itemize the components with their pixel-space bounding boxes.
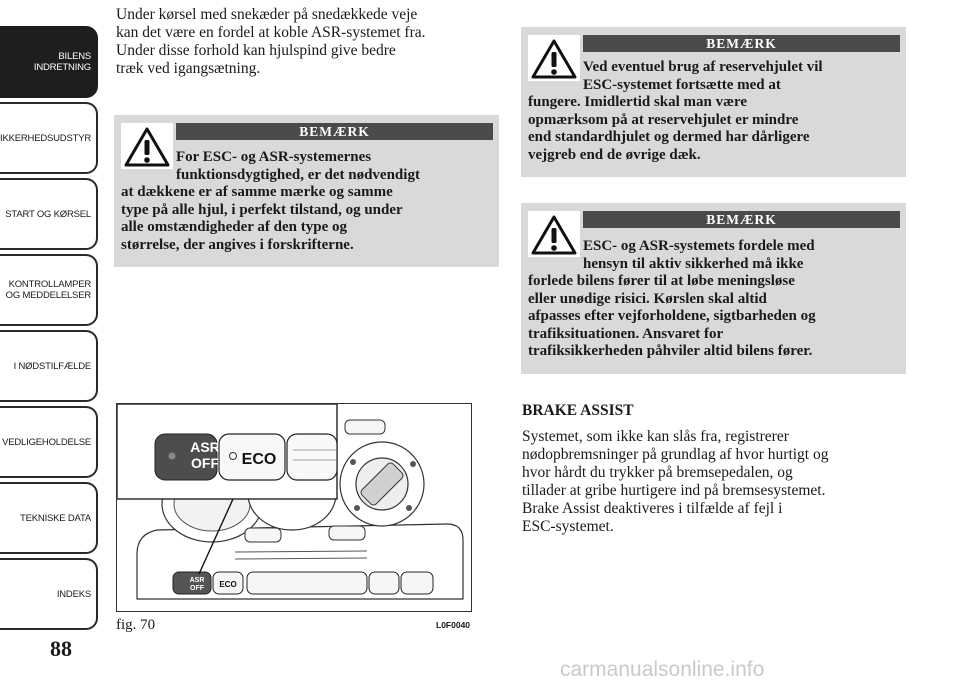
- paragraph-line: Systemet, som ikke kan slås fra, registr…: [522, 428, 789, 445]
- note-line: funktionsdygtighed, er det nødvendigt: [176, 166, 420, 183]
- figure-dashboard-controls: ASR OFF ECO ASR OFF ECO: [116, 403, 472, 612]
- asr-button-label-line1: ASR: [190, 439, 220, 455]
- note-line: ESC-systemet fortsætte med at: [583, 76, 781, 93]
- note-tires: BEMÆRK For ESC- og ASR-systemernes funkt…: [114, 115, 499, 267]
- note-body: For ESC- og ASR-systemernes funktionsdyg…: [121, 149, 493, 254]
- note-header: BEMÆRK: [176, 123, 493, 140]
- figure-code: L0F0040: [436, 620, 471, 630]
- note-line: trafiksituationen. Ansvaret for: [528, 325, 724, 342]
- paragraph-line: nødopbremsninger på grundlag af hvor hur…: [522, 446, 829, 463]
- asr-button-label-line2: OFF: [191, 455, 219, 471]
- paragraph-line: Brake Assist deaktiveres i tilfælde af f…: [522, 500, 783, 517]
- intro-line: træk ved igangsætning.: [116, 60, 261, 77]
- intro-line: kan det være en fordel at koble ASR-syst…: [116, 24, 426, 41]
- warning-triangle-icon: [528, 211, 580, 257]
- note-line: Ved eventuel brug af reservehjulet vil: [583, 59, 823, 75]
- note-active-safety: BEMÆRK ESC- og ASR-systemets fordele med…: [521, 203, 906, 374]
- intro-line: Under kørsel med snekæder på snedækkede …: [116, 6, 418, 23]
- intro-paragraph: Under kørsel med snekæder på snedækkede …: [116, 6, 426, 78]
- note-line: type på alle hjul, i perfekt tilstand, o…: [121, 201, 403, 218]
- note-body: Ved eventuel brug af reservehjulet vil E…: [528, 59, 900, 164]
- note-line: at dækkene er af samme mærke og samme: [121, 184, 393, 200]
- note-line: vejgreb end de øvrige dæk.: [528, 146, 701, 163]
- note-line: eller unødige risici. Kørslen skal altid: [528, 290, 767, 307]
- note-line: fungere. Imidlertid skal man være: [528, 94, 748, 110]
- small-asr-label: ASR: [190, 577, 205, 584]
- paragraph-line: tillader at gribe hurtigere ind på brems…: [522, 482, 826, 499]
- tab-vedligeholdelse[interactable]: VEDLIGEHOLDELSE: [0, 406, 98, 478]
- note-line: afpasses efter vejforholdene, sigtbarhed…: [528, 308, 816, 324]
- intro-line: Under disse forhold kan hjulspind give b…: [116, 42, 396, 59]
- note-line: hensyn til aktiv sikkerhed må ikke: [583, 255, 804, 272]
- note-header: BEMÆRK: [583, 35, 900, 52]
- tab-sikkerhedsudstyr[interactable]: SIKKERHEDSUDSTYR: [0, 102, 98, 174]
- note-line: trafiksikkerheden påhviler altid bilens …: [528, 343, 813, 359]
- tab-indeks[interactable]: INDEKS: [0, 558, 98, 630]
- tab-start-og-korsel[interactable]: START OG KØRSEL: [0, 178, 98, 250]
- figure-caption: fig. 70: [116, 617, 156, 633]
- brake-assist-paragraph: Systemet, som ikke kan slås fra, registr…: [522, 428, 829, 536]
- page-number: 88: [50, 636, 72, 661]
- small-off-label: OFF: [190, 585, 205, 592]
- tab-i-nodstilfaelde[interactable]: I NØDSTILFÆLDE: [0, 330, 98, 402]
- tab-tekniske-data[interactable]: TEKNISKE DATA: [0, 482, 98, 554]
- watermark: carmanualsonline.info: [560, 658, 765, 681]
- note-body: ESC- og ASR-systemets fordele med hensyn…: [528, 238, 900, 361]
- paragraph-line: ESC-systemet.: [522, 518, 614, 535]
- note-line: forlede bilens fører til at løbe menings…: [528, 273, 795, 289]
- eco-button-label: ECO: [242, 451, 277, 468]
- tab-bilens-indretning[interactable]: BILENS INDRETNING: [0, 26, 98, 98]
- note-line: end standardhjulet og dermed har dårlige…: [528, 129, 810, 145]
- note-line: For ESC- og ASR-systemernes: [176, 149, 372, 165]
- note-line: opmærksom på at reservehjulet er mindre: [528, 111, 799, 128]
- note-line: alle omstændigheder af den type og: [121, 219, 347, 235]
- note-header: BEMÆRK: [583, 211, 900, 228]
- note-line: størrelse, der angives i forskrifterne.: [121, 236, 354, 253]
- dashboard-illustration: ASR OFF ECO ASR OFF ECO: [117, 404, 464, 600]
- tab-kontrollamper[interactable]: KONTROLLAMPER OG MEDDELELSER: [0, 254, 98, 326]
- note-line: ESC- og ASR-systemets fordele med: [583, 238, 815, 254]
- small-eco-label: ECO: [219, 580, 236, 589]
- warning-triangle-icon: [121, 123, 173, 169]
- section-heading-brake-assist: BRAKE ASSIST: [522, 402, 634, 419]
- paragraph-line: hvor hårdt du trykker på bremsepedalen, …: [522, 464, 793, 481]
- warning-triangle-icon: [528, 35, 580, 81]
- note-spare-wheel: BEMÆRK Ved eventuel brug af reservehjule…: [521, 27, 906, 177]
